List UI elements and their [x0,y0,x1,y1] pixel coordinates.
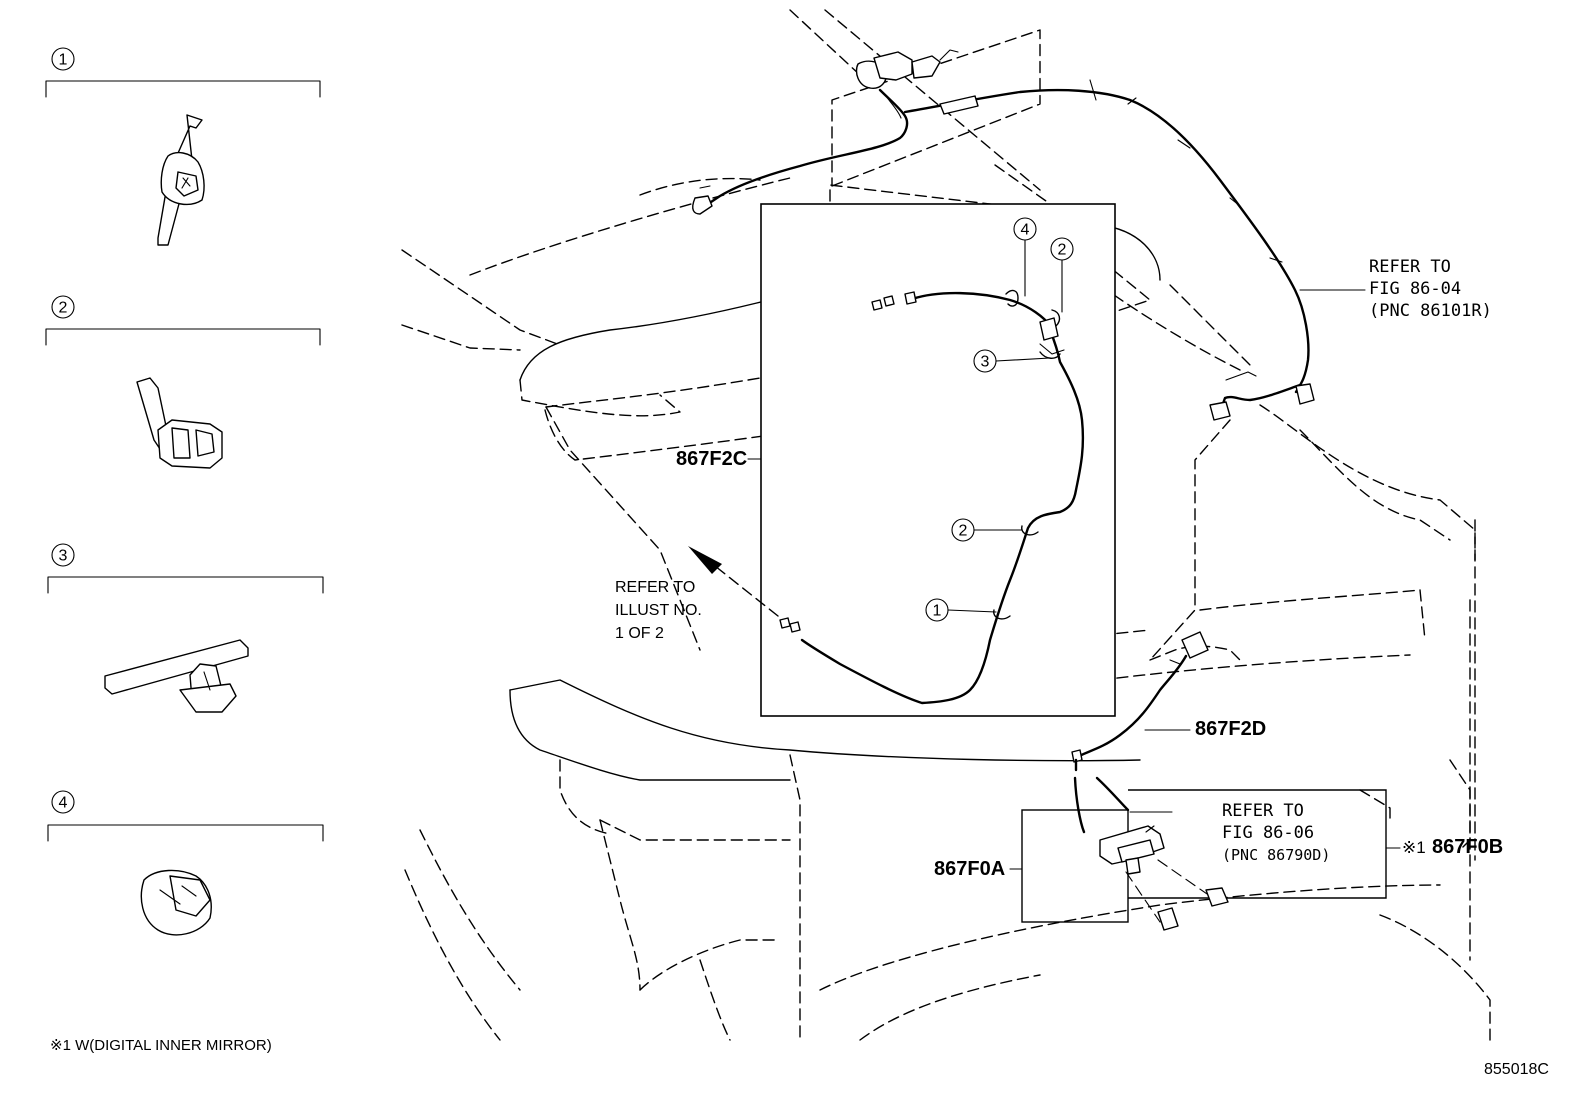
part-number-867f0b: 867F0B [1432,836,1503,858]
inset-box: 4 2 3 2 1 [760,203,1116,717]
arrow-icon [688,546,722,574]
clip-1-icon [157,114,205,246]
refer-fig-86-04-callout: REFER TO FIG 86-04 (PNC 86101R) [1299,257,1492,321]
svg-text:FIG 86-06: FIG 86-06 [1222,823,1314,843]
legend-item-2: 2 [45,295,321,469]
camera-assembly [1021,789,1387,931]
svg-text:1 OF 2: 1 OF 2 [615,625,664,642]
svg-text:REFER TO: REFER TO [1369,257,1451,277]
svg-text:4: 4 [1021,222,1030,239]
part-number-867f2d: 867F2D [1195,718,1266,740]
inset-callout-4: 4 [1013,217,1037,297]
svg-text:1: 1 [933,603,942,620]
legend-panel: 1 2 3 [45,47,324,1054]
inset-callout-3: 3 [973,349,1051,373]
svg-text:2: 2 [1058,242,1067,259]
legend-number-1: 1 [59,52,68,69]
svg-text:FIG 86-04: FIG 86-04 [1369,279,1461,299]
footnote: ※1 W(DIGITAL INNER MIRROR) [50,1037,272,1054]
legend-item-4: 4 [47,790,324,936]
clip-3-icon [104,639,249,713]
lower-harness [1071,631,1209,834]
diagram-id: 855018C [1484,1061,1549,1078]
svg-text:REFER TO: REFER TO [1222,801,1304,821]
legend-item-3: 3 [47,543,324,713]
svg-text:(PNC 86790D): (PNC 86790D) [1222,846,1330,864]
legend-item-1: 1 [45,47,321,246]
part-number-867f0a: 867F0A [934,858,1005,880]
inset-callout-1: 1 [925,598,997,622]
legend-number-2: 2 [59,300,68,317]
roof-harness [692,49,1315,421]
svg-text:REFER TO: REFER TO [615,579,695,596]
inset-callout-2-top: 2 [1050,237,1074,313]
legend-number-3: 3 [59,548,68,565]
top-detail-box [831,29,1041,187]
svg-text:(PNC 86101R): (PNC 86101R) [1369,301,1492,321]
clip-4-icon [140,869,212,936]
inset-callout-2-mid: 2 [951,518,1023,542]
refer-illust-callout: REFER TO ILLUST NO. 1 OF 2 [615,546,779,642]
legend-number-4: 4 [59,795,68,812]
part-number-867f2c: 867F2C [676,448,747,470]
vehicle-body-outline [401,9,1491,1041]
refer-fig-86-06-callout: REFER TO FIG 86-06 (PNC 86790D) [1222,801,1330,864]
svg-text:ILLUST NO.: ILLUST NO. [615,602,702,619]
svg-text:2: 2 [959,523,968,540]
svg-text:3: 3 [981,354,990,371]
note-mark: ※1 [1402,838,1426,857]
clip-2-icon [136,377,223,469]
